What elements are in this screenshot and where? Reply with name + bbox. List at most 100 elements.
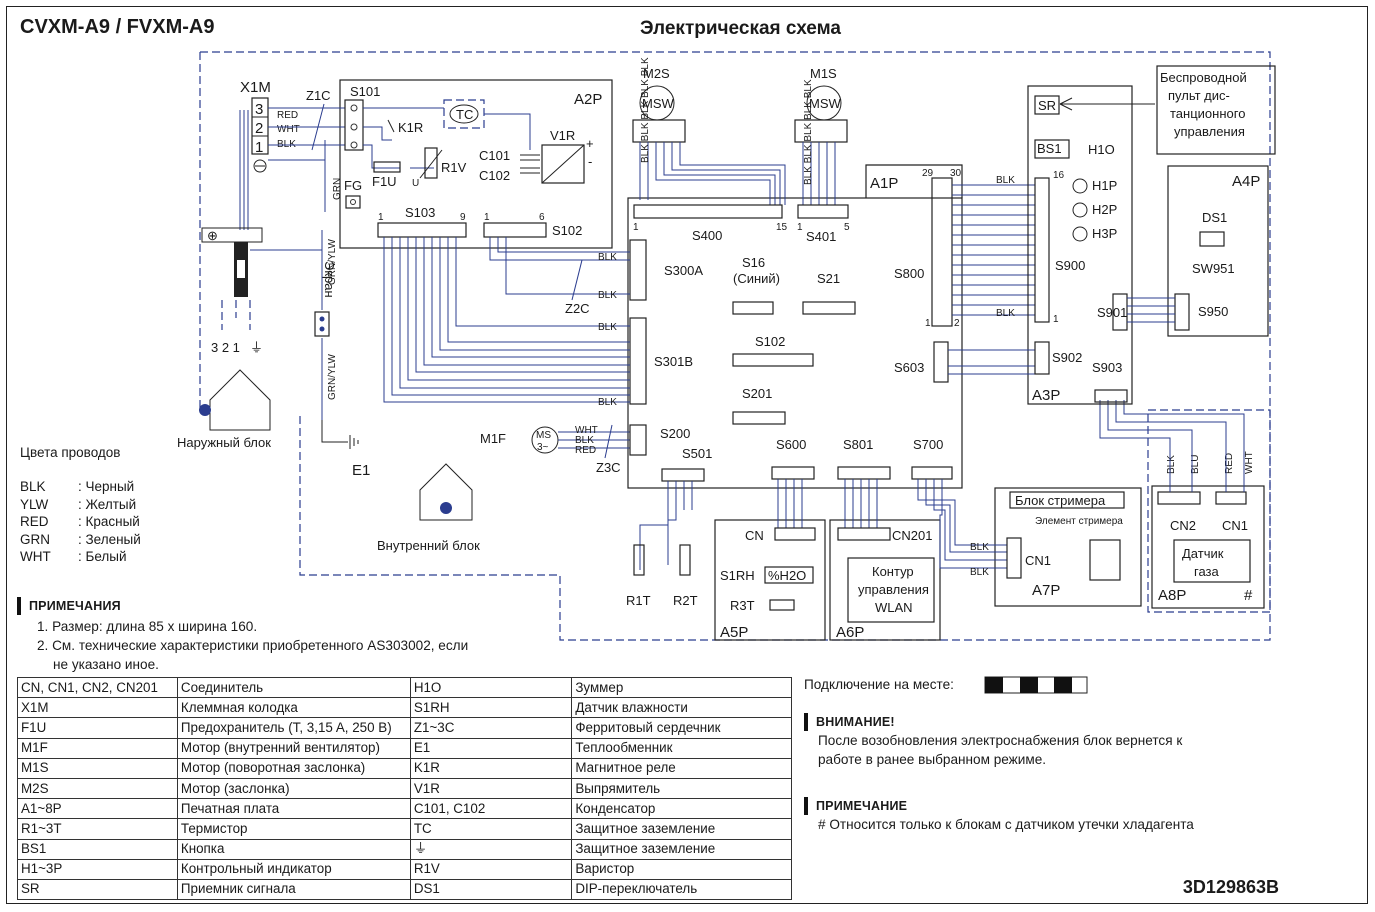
s700-connector	[911, 466, 953, 480]
caution-line-2: работе в ранее выбранном режиме.	[818, 752, 1047, 767]
svg-text:H3P: H3P	[1092, 226, 1117, 241]
svg-text:U: U	[412, 178, 419, 189]
svg-text:BLK: BLK	[598, 252, 617, 263]
s200-connector	[629, 424, 647, 456]
s903-connector	[1094, 389, 1128, 403]
caution-section: ВНИМАНИЕ! После возобновления электросна…	[804, 713, 1324, 769]
r2t-label: R2T	[673, 593, 698, 608]
svg-text:5: 5	[844, 222, 850, 233]
gas-sensor	[1173, 539, 1251, 583]
s102a-connector	[483, 222, 547, 238]
svg-text:H2P: H2P	[1092, 202, 1117, 217]
svg-text:RED: RED	[1224, 453, 1235, 474]
svg-text:16: 16	[1053, 170, 1065, 181]
r1t-label: R1T	[626, 593, 651, 608]
unit-boundary	[199, 51, 1271, 641]
s950-connector	[1174, 293, 1190, 331]
table-cell: DIP-переключатель	[571, 878, 792, 901]
table-cell: ⏚	[409, 838, 573, 860]
s1rh-label: S1RH	[720, 568, 755, 583]
c101-label: C101	[479, 148, 510, 163]
table-cell: Печатная плата	[176, 798, 411, 820]
s600-connector	[771, 466, 815, 480]
svg-text:Контур: Контур	[872, 564, 914, 579]
table-cell: Мотор (заслонка)	[176, 777, 411, 800]
table-cell: Соединитель	[176, 676, 411, 699]
s301b-label: S301B	[654, 354, 693, 369]
svg-text:1: 1	[925, 318, 931, 329]
svg-text:Беспроводной: Беспроводной	[1160, 70, 1247, 85]
svg-text:RED: RED	[277, 110, 298, 121]
svg-text:2: 2	[954, 318, 960, 329]
svg-text:BLK: BLK	[575, 435, 594, 446]
a3p-board	[1027, 85, 1133, 405]
svg-text:MSW: MSW	[809, 96, 842, 111]
svg-text:пульт дис-: пульт дис-	[1168, 88, 1230, 103]
table-cell: Ферритовый сердечник	[571, 717, 792, 739]
s102b-connector	[732, 353, 814, 367]
s900-connector	[1034, 177, 1050, 323]
a6p-label: A6P	[836, 624, 864, 641]
svg-text:6: 6	[539, 212, 545, 223]
svg-text:Блок стримера: Блок стримера	[1015, 493, 1106, 508]
h1p-led	[1072, 178, 1088, 194]
s700-label: S700	[913, 437, 943, 452]
a7p-label: A7P	[1032, 582, 1060, 599]
wire-color-row: WHT: Белый	[20, 548, 170, 566]
z3c-core	[604, 424, 613, 459]
a6p-board	[829, 519, 941, 641]
s301b-connector	[629, 317, 647, 405]
table-cell: Защитное заземление	[571, 818, 792, 840]
svg-text:BLK BLK BLK BLK BLK: BLK BLK BLK BLK BLK	[640, 57, 651, 163]
a3p-label: A3P	[1032, 387, 1060, 404]
svg-text:3~: 3~	[537, 442, 549, 453]
h2p-led	[1072, 202, 1088, 218]
indoor-label: Внутренний блок	[377, 538, 480, 553]
svg-text:WLAN: WLAN	[875, 600, 913, 615]
bs1-label: BS1	[1037, 141, 1062, 156]
wire-color-legend-title: Цвета проводов	[20, 445, 121, 460]
caution-line-1: После возобновления электроснабжения бло…	[818, 733, 1183, 748]
s800-label: S800	[894, 266, 924, 281]
table-cell: Теплообменник	[571, 737, 792, 759]
table-cell: F1U	[17, 717, 178, 739]
table-cell: Предохранитель (T, 3,15 A, 250 В)	[176, 717, 411, 739]
table-cell: R1V	[409, 858, 573, 880]
svg-text:CN201: CN201	[892, 528, 932, 543]
r1t-thermistor	[633, 544, 645, 576]
r2t-thermistor	[679, 544, 691, 576]
table-cell: Клеммная колодка	[176, 697, 411, 719]
s102b-label: S102	[755, 334, 785, 349]
model-title: CVXM-A9 / FVXM-A9	[20, 16, 215, 38]
svg-text:BLK: BLK	[996, 175, 1015, 186]
s801-connector	[837, 466, 891, 480]
s401-label: S401	[806, 229, 836, 244]
s903-label: S903	[1092, 360, 1122, 375]
table-cell: Мотор (поворотная заслонка)	[176, 757, 411, 779]
sr-label: SR	[1038, 98, 1056, 113]
svg-text:2: 2	[255, 120, 263, 137]
table-cell: H1O	[409, 676, 573, 699]
table-cell: R1~3T	[17, 818, 178, 840]
outdoor-label: Наружный блок	[177, 435, 271, 450]
svg-text:H1P: H1P	[1092, 178, 1117, 193]
table-cell: V1R	[409, 777, 573, 800]
s103-connector	[377, 222, 467, 238]
x1m-terminal: 321	[251, 97, 269, 173]
a7p-board	[994, 487, 1142, 607]
a5p-label: A5P	[720, 624, 748, 641]
s902-connector	[1034, 341, 1050, 375]
svg-text:RED: RED	[575, 445, 596, 456]
e1-ground	[321, 420, 359, 449]
svg-text:GRN: GRN	[332, 178, 343, 200]
sw951-label: SW951	[1192, 261, 1235, 276]
table-cell: Конденсатор	[571, 798, 792, 820]
wire-color-row: YLW: Желтый	[20, 496, 170, 514]
a5p-board	[714, 519, 826, 641]
s102a-label: S102	[552, 223, 582, 238]
table-cell: TC	[409, 818, 573, 840]
wire-color-code: GRN	[20, 531, 50, 547]
